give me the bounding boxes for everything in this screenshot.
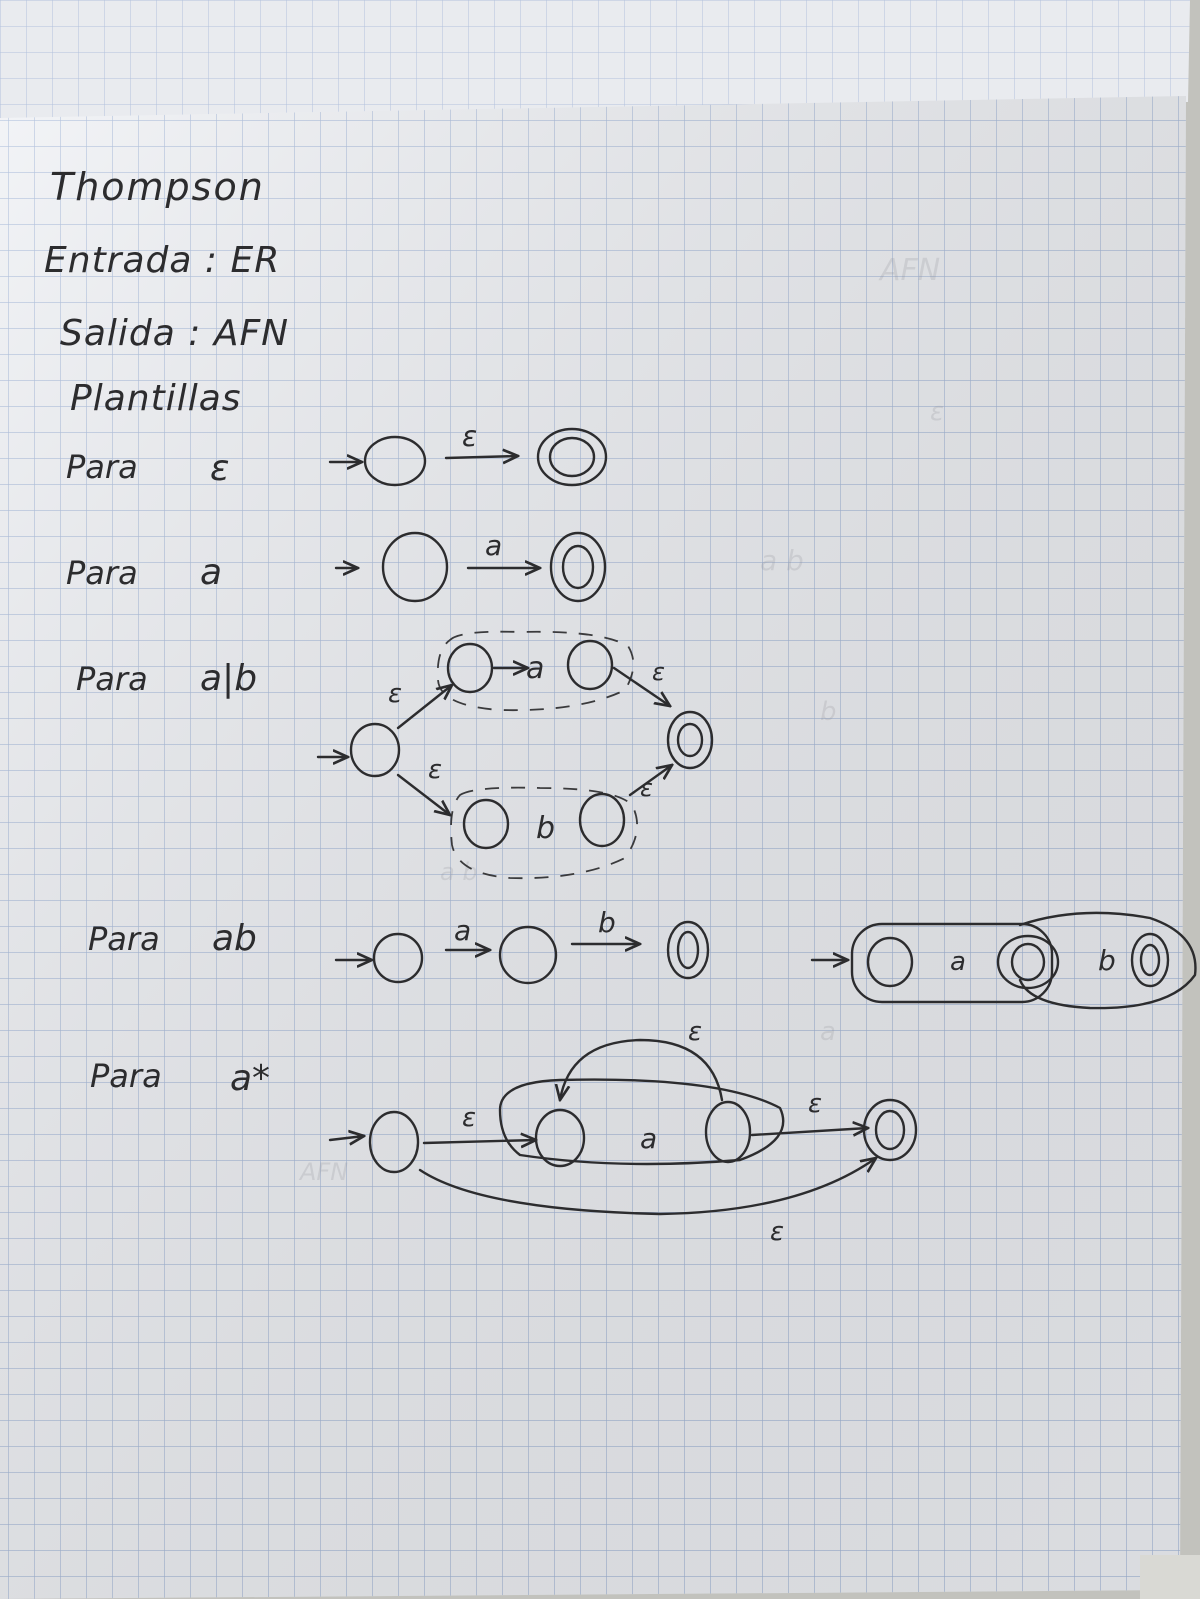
state-final-inner — [676, 722, 704, 758]
output-line: Salida : AFN — [60, 313, 289, 354]
state-0 — [866, 936, 914, 988]
row-expr-star: a* — [230, 1058, 270, 1099]
state-a-in — [534, 1108, 586, 1168]
row-label-symbol: Para — [66, 554, 138, 592]
edge-eps-loop-back — [560, 1038, 724, 1100]
state-accept-outer — [536, 427, 608, 487]
start-arrow — [328, 1136, 364, 1140]
edge-label-a: a — [454, 914, 471, 947]
row-expr-concat: ab — [212, 918, 257, 959]
edge-label-b: b — [1098, 944, 1116, 977]
edge-label-b: b — [598, 906, 616, 939]
nfa-concat: a b — [334, 906, 710, 985]
row-label-epsilon: Para — [66, 448, 138, 486]
state-accept-inner — [1139, 943, 1161, 977]
row-label-concat: Para — [88, 920, 160, 958]
edge-label-a: a — [526, 651, 544, 686]
state-accept-outer — [666, 920, 710, 980]
row-label-union: Para — [76, 660, 148, 698]
state-a-out — [704, 1100, 752, 1164]
edge-label-eps-2: ε — [652, 658, 665, 686]
state-accept-outer — [862, 1098, 918, 1162]
sub-automaton-b-box — [450, 786, 639, 880]
state-merged-inner — [1010, 942, 1046, 982]
state-a-out — [566, 639, 614, 691]
edge-label-a: a — [640, 1122, 657, 1155]
edge-eps-a-to-final — [612, 666, 670, 706]
state-accept-inner — [561, 544, 595, 590]
edge-label-eps-2: ε — [688, 1017, 702, 1047]
state-final-outer — [666, 710, 714, 770]
edge-eps-enter — [422, 1140, 536, 1143]
state-accept-outer — [549, 531, 607, 603]
sub-automaton-a-box — [850, 922, 1054, 1004]
inner-automaton-box — [498, 1078, 785, 1166]
row-expr-symbol: a — [200, 552, 222, 593]
edge-label-eps-1: ε — [462, 1103, 476, 1133]
edge-label-b: b — [536, 811, 555, 846]
bleed-through: AFN ε a b b a b a AFN — [298, 253, 944, 1186]
edge-label-eps-3: ε — [428, 755, 442, 785]
nfa-epsilon: ε — [328, 420, 608, 487]
state-1 — [498, 925, 558, 985]
state-accept-outer — [1130, 932, 1170, 988]
edge-label-eps-1: ε — [388, 679, 402, 709]
state-b-out — [578, 792, 626, 848]
row-expr-epsilon: ε — [210, 448, 229, 489]
edge-label: ε — [462, 420, 477, 453]
notes-header: Thompson Entrada : ER Salida : AFN Plant… — [44, 165, 289, 419]
edge-eps-exit — [750, 1128, 868, 1135]
templates-heading: Plantillas — [70, 378, 242, 419]
state-start — [349, 722, 401, 778]
edge-eps-to-a — [396, 685, 452, 730]
edge-label: a — [485, 529, 502, 562]
state-b-in — [462, 798, 510, 850]
state-start — [381, 531, 449, 603]
edge-label-eps-4: ε — [640, 774, 653, 802]
input-line: Entrada : ER — [44, 240, 280, 281]
state-start — [368, 1110, 420, 1174]
svg-text:a: a — [820, 1017, 836, 1047]
edge-eps-to-b — [396, 773, 450, 815]
state-0 — [372, 932, 424, 984]
edge-label-eps-4: ε — [770, 1217, 784, 1247]
title-text: Thompson — [50, 165, 265, 209]
sub-automaton-b-box — [1018, 911, 1197, 1010]
sub-automaton-a-box — [436, 630, 635, 712]
row-expr-union: a|b — [200, 658, 257, 699]
nfa-star: ε a ε ε ε — [328, 1017, 918, 1247]
state-a-in — [446, 642, 494, 694]
nfa-symbol: a — [334, 529, 607, 603]
edge-label-eps-3: ε — [808, 1089, 822, 1119]
row-label-star: Para — [90, 1057, 162, 1095]
state-start — [363, 435, 427, 487]
edge-epsilon — [444, 456, 518, 458]
edge-eps-skip — [418, 1158, 876, 1216]
nfa-concat-merged: a b — [810, 911, 1197, 1010]
edge-label-a: a — [950, 947, 966, 977]
state-accept-inner — [874, 1109, 906, 1151]
state-accept-inner — [676, 930, 700, 970]
state-accept-inner — [548, 436, 596, 478]
nfa-union: ε a ε ε b ε — [316, 630, 714, 880]
row-labels: Para ε Para a Para a|b Para ab Para a* — [66, 448, 270, 1099]
svg-text:a b: a b — [440, 858, 478, 886]
svg-text:ε: ε — [930, 397, 944, 427]
svg-text:b: b — [820, 697, 837, 727]
svg-text:a b: a b — [760, 544, 804, 577]
edge-eps-b-to-final — [628, 765, 672, 797]
svg-text:AFN: AFN — [298, 1158, 348, 1186]
state-merged-outer — [996, 934, 1060, 990]
svg-text:AFN: AFN — [878, 253, 940, 288]
